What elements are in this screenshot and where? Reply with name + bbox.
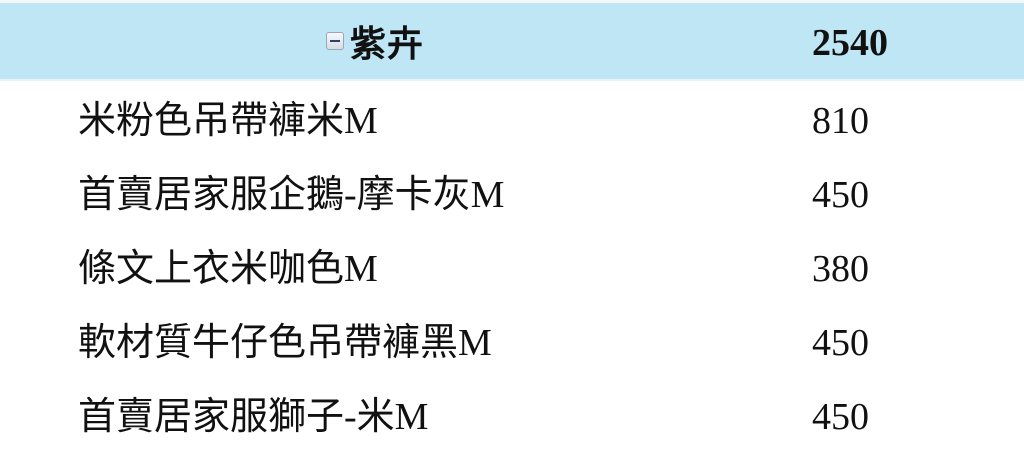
item-name: 軟材質牛仔色吊帶褲黑M xyxy=(78,322,492,364)
item-name: 條文上衣米咖色M xyxy=(78,248,378,290)
item-name: 首賣居家服獅子-米M xyxy=(78,396,429,438)
table-row: 首賣居家服企鵝-摩卡灰M 450 xyxy=(0,158,1024,232)
item-qty: 810 xyxy=(812,100,869,142)
item-qty: 380 xyxy=(812,248,869,290)
item-qty: 450 xyxy=(812,174,869,216)
table-row: 軟材質牛仔色吊帶褲黑M 450 xyxy=(0,306,1024,380)
item-qty: 450 xyxy=(812,396,869,438)
item-name: 首賣居家服企鵝-摩卡灰M xyxy=(78,174,505,216)
top-border xyxy=(0,0,1024,3)
table-row: 米粉色吊帶褲米M 810 xyxy=(0,84,1024,158)
group-total: 2540 xyxy=(812,22,888,64)
item-name: 米粉色吊帶褲米M xyxy=(78,100,378,142)
table-row: 條文上衣米咖色M 380 xyxy=(0,232,1024,306)
group-name: 紫卉 xyxy=(350,23,425,65)
group-label: 紫卉 xyxy=(326,3,424,79)
table-row: 首賣居家服獅子-米M 450 xyxy=(0,380,1024,454)
item-qty: 450 xyxy=(812,322,869,364)
group-header-row[interactable]: 紫卉 2540 xyxy=(0,3,1024,81)
collapse-minus-icon[interactable] xyxy=(326,32,344,50)
